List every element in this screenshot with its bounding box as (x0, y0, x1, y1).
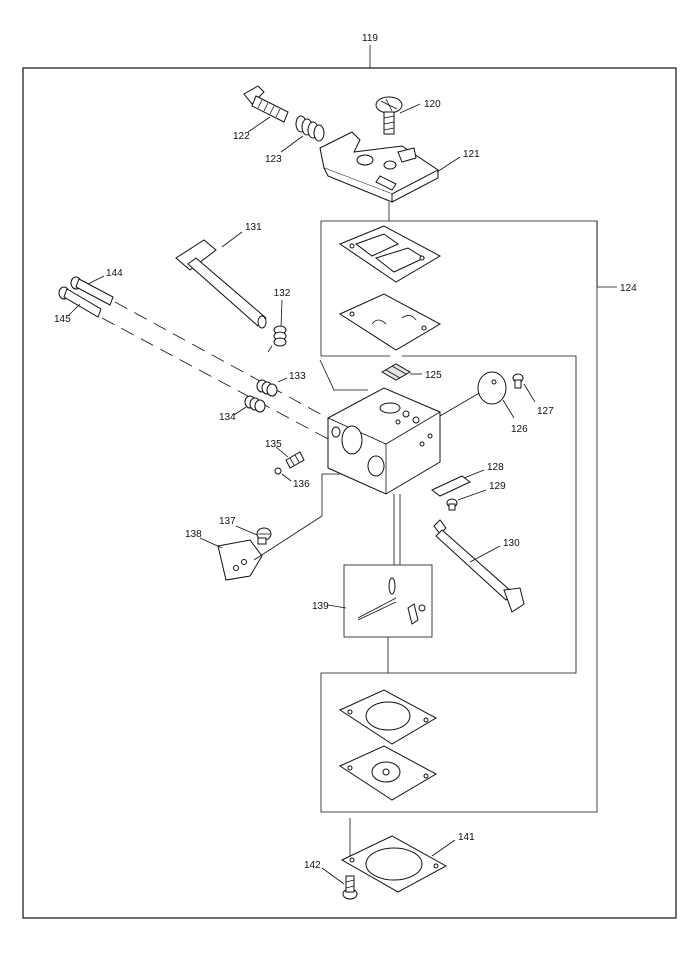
part-122-screw (243, 85, 289, 123)
kit-frame-lower (320, 221, 598, 813)
part-gasket-top (338, 225, 442, 283)
part-130-choke-shaft (433, 519, 525, 613)
outer-kit-frame (22, 67, 677, 919)
label-123: 123 (265, 154, 282, 165)
part-127-screw (512, 373, 524, 389)
label-131: 131 (245, 222, 262, 233)
label-129: 129 (489, 481, 506, 492)
label-125: 125 (425, 370, 442, 381)
part-141-cover (340, 835, 448, 893)
label-128: 128 (487, 462, 504, 473)
label-144: 144 (106, 268, 123, 279)
label-136: 136 (293, 479, 310, 490)
label-124: 124 (620, 283, 637, 294)
part-120-screw (375, 96, 403, 135)
part-diaphragm-bottom (338, 745, 438, 801)
label-120: 120 (424, 99, 441, 110)
label-137: 137 (219, 516, 236, 527)
part-125-filter-screen (380, 363, 412, 381)
label-130: 130 (503, 538, 520, 549)
part-carburetor-body (327, 387, 441, 495)
label-134: 134 (219, 412, 236, 423)
part-138-plate (217, 539, 263, 581)
label-141: 141 (458, 832, 475, 843)
part-145-screw (58, 286, 102, 318)
part-142-screw (342, 875, 358, 900)
part-128-plate (431, 475, 471, 497)
part-123-spring (295, 115, 325, 142)
part-133-spring (256, 379, 278, 397)
label-142: 142 (304, 860, 321, 871)
label-133: 133 (289, 371, 306, 382)
label-122: 122 (233, 131, 250, 142)
part-139-needle-lever (357, 577, 426, 625)
part-126-disc (477, 371, 507, 405)
label-139: 139 (312, 601, 329, 612)
label-145: 145 (54, 314, 71, 325)
part-129-screw (446, 498, 458, 511)
part-139-box (343, 564, 433, 638)
part-135-spring (285, 451, 305, 469)
part-131-throttle-shaft (175, 239, 267, 329)
label-119: 119 (362, 33, 378, 44)
part-134-spring (244, 395, 266, 413)
part-144-screw (70, 276, 114, 306)
label-121: 121 (463, 149, 480, 160)
label-127: 127 (537, 406, 554, 417)
label-126: 126 (511, 424, 528, 435)
label-132: 132 (274, 288, 291, 299)
part-121-bracket (319, 131, 439, 203)
label-135: 135 (265, 439, 282, 450)
part-137-screw (256, 527, 272, 545)
part-diaphragm-top (338, 293, 442, 351)
part-136-ball (274, 467, 282, 475)
label-138: 138 (185, 529, 202, 540)
part-gasket-bottom (338, 689, 438, 745)
part-132-spring (267, 325, 287, 353)
